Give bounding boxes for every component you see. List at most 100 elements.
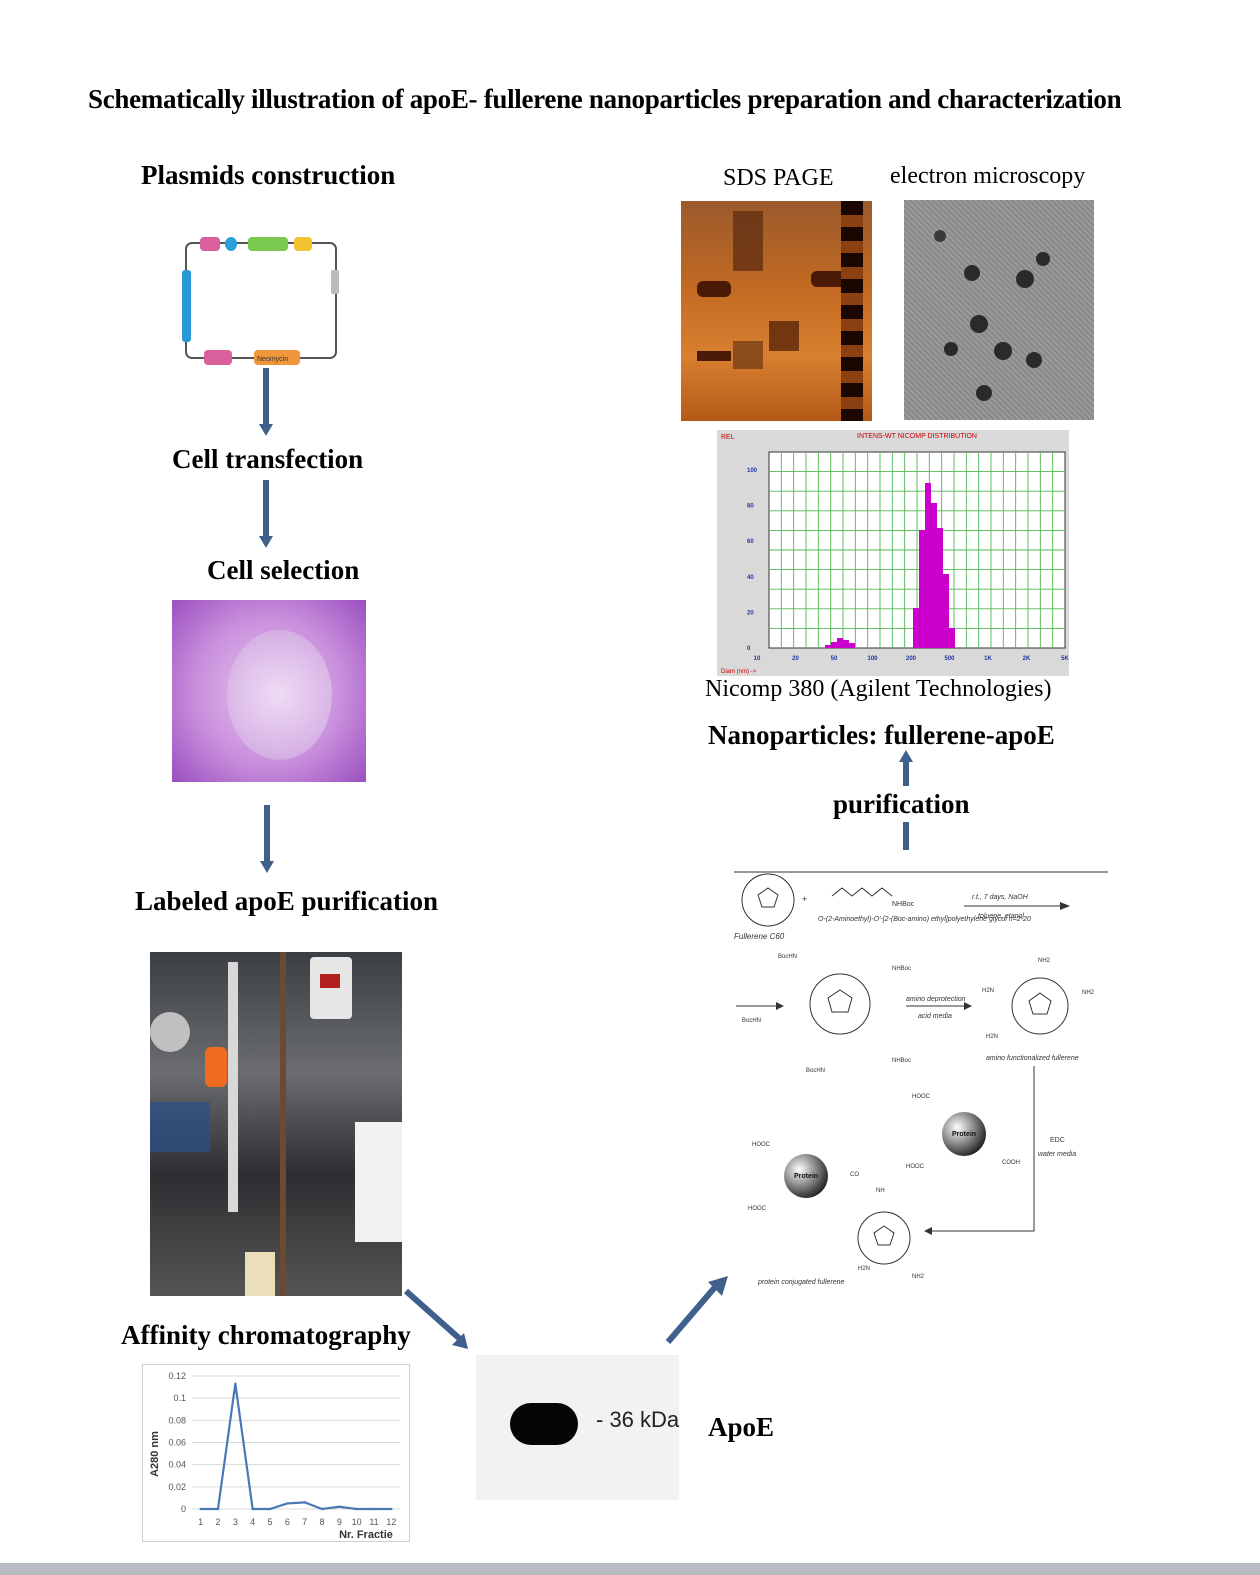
plasmid-sv40-element bbox=[204, 350, 232, 365]
nhboc-label-3: NHBoc bbox=[892, 1058, 911, 1064]
nh2-label-3: NH2 bbox=[912, 1274, 925, 1280]
plasmid-neomycin-element bbox=[254, 350, 300, 365]
conjugated-fullerene-icon bbox=[857, 1211, 911, 1265]
nicomp-x-tick-label: 500 bbox=[944, 656, 955, 662]
step-affinity-chromatography: Affinity chromatography bbox=[121, 1320, 411, 1350]
chart-x-tick-label: 6 bbox=[285, 1517, 290, 1527]
chart-point bbox=[390, 1507, 393, 1511]
nicomp-corner-label: REL bbox=[721, 434, 735, 441]
h2n-label-3: H2N bbox=[858, 1266, 870, 1272]
nicomp-x-tick-label: 5K bbox=[1061, 656, 1069, 662]
amino-fullerene-icon bbox=[1011, 977, 1069, 1035]
nicomp-y-tick-label: 40 bbox=[747, 575, 754, 581]
hooc-label-4: HOOC bbox=[748, 1206, 767, 1212]
conditions-1: r.t., 7 days, NaOH bbox=[972, 894, 1029, 901]
nicomp-x-tick-label: 100 bbox=[867, 656, 878, 662]
bochn-label-3: BocHN bbox=[806, 1068, 825, 1074]
page-title: Schematically illustration of apoE- full… bbox=[88, 84, 1122, 114]
nicomp-bar bbox=[843, 640, 849, 648]
chart-x-tick-label: 8 bbox=[319, 1517, 324, 1527]
plasmid-resistance-element bbox=[182, 270, 191, 342]
nicomp-label: Nicomp 380 (Agilent Technologies) bbox=[705, 676, 1052, 702]
arrow-diagonal-to-conjugation bbox=[665, 1276, 728, 1344]
plasmid-map: Neomycin bbox=[182, 237, 339, 365]
chart-y-tick-label: 0.06 bbox=[168, 1438, 186, 1448]
nh2-label-2: NH2 bbox=[1082, 990, 1095, 996]
electron-microscopy-label: electron microscopy bbox=[890, 163, 1086, 189]
conjugated-fullerene-label: protein conjugated fullerene bbox=[757, 1279, 845, 1286]
nicomp-y-tick-label: 20 bbox=[747, 610, 754, 616]
chart-x-tick-label: 12 bbox=[386, 1517, 396, 1527]
chart-point bbox=[372, 1507, 376, 1511]
svg-text:+: + bbox=[802, 894, 807, 904]
nanoparticles-label: Nanoparticles: fullerene-apoE bbox=[708, 720, 1055, 750]
boc-fullerene-icon bbox=[809, 973, 871, 1035]
nhboc-label-2: NHBoc bbox=[892, 966, 911, 972]
hooc-label-3: HOOC bbox=[752, 1142, 771, 1148]
fullerene-c60-label: Fullerene C60 bbox=[734, 932, 785, 941]
chart-y-tick-label: 0 bbox=[181, 1504, 186, 1514]
arrow-diagonal-to-western bbox=[404, 1288, 468, 1349]
chart-point bbox=[268, 1507, 272, 1511]
nicomp-xlabel: Diam (nm) -> bbox=[721, 669, 757, 675]
nicomp-bar bbox=[825, 645, 831, 648]
nicomp-bar bbox=[925, 483, 931, 648]
nhboc-label-1: NHBoc bbox=[892, 901, 915, 908]
chart-y-tick-label: 0.08 bbox=[168, 1415, 186, 1425]
co-label: CO bbox=[850, 1172, 859, 1178]
deprotect-label: amino deprotection bbox=[906, 996, 966, 1003]
chart-series-line bbox=[200, 1383, 392, 1511]
cell-colony-image bbox=[172, 600, 366, 782]
nicomp-bar bbox=[849, 643, 855, 648]
chart-point bbox=[286, 1502, 289, 1505]
nicomp-y-tick-label: 0 bbox=[747, 646, 751, 652]
step-plasmids-construction: Plasmids construction bbox=[141, 160, 396, 190]
chart-x-tick-label: 5 bbox=[267, 1517, 272, 1527]
chart-point bbox=[320, 1507, 324, 1511]
nicomp-bar bbox=[831, 642, 837, 648]
h2n-label-1: H2N bbox=[982, 988, 994, 994]
arrow-down-3 bbox=[260, 805, 274, 873]
plasmid-tag-element bbox=[225, 237, 237, 251]
chart-x-tick-label: 9 bbox=[337, 1517, 342, 1527]
plasmid-orf-element bbox=[248, 237, 288, 251]
peg-name-label: O-(2-Aminoethyl)-O'-[2-(Boc-amino) ethyl… bbox=[818, 916, 1031, 923]
arrow-down-1 bbox=[259, 368, 273, 436]
arrow-down-2 bbox=[259, 480, 273, 548]
nicomp-x-tick-label: 20 bbox=[792, 656, 799, 662]
step-cell-selection: Cell selection bbox=[207, 555, 360, 585]
protein-icon-1: Protein bbox=[942, 1112, 986, 1156]
step-cell-transfection: Cell transfection bbox=[172, 444, 364, 474]
bottom-bar bbox=[0, 1563, 1260, 1575]
chart-xlabel: Nr. Fractie bbox=[339, 1529, 393, 1541]
chart-y-tick-label: 0.04 bbox=[168, 1460, 186, 1470]
western-band-size-label: - 36 kDa bbox=[596, 1407, 680, 1432]
nicomp-bar bbox=[931, 503, 937, 648]
hooc-label-1: HOOC bbox=[912, 1094, 931, 1100]
nicomp-bar bbox=[949, 628, 955, 648]
edc-label: EDC bbox=[1050, 1137, 1065, 1144]
deprotect-b-label: acid media bbox=[918, 1013, 952, 1020]
chart-x-tick-label: 4 bbox=[250, 1517, 255, 1527]
nicomp-x-tick-label: 200 bbox=[906, 656, 917, 662]
western-blot-image: - 36 kDa bbox=[476, 1355, 679, 1500]
nicomp-y-tick-label: 60 bbox=[747, 539, 754, 545]
nicomp-x-tick-label: 2K bbox=[1023, 656, 1031, 662]
svg-text:Protein: Protein bbox=[794, 1173, 818, 1180]
bochn-label-1: BocHN bbox=[778, 954, 797, 960]
nicomp-y-tick-label: 80 bbox=[747, 504, 754, 510]
chart-x-tick-label: 3 bbox=[233, 1517, 238, 1527]
bochn-label-2: BocHN bbox=[742, 1018, 761, 1024]
chart-point bbox=[216, 1507, 220, 1511]
conditions-1b: toluene, etanol bbox=[978, 913, 1024, 920]
fullerene-c60-icon bbox=[741, 873, 795, 927]
chart-ylabel: A280 nm bbox=[149, 1431, 161, 1477]
nicomp-y-tick-label: 100 bbox=[747, 468, 758, 474]
amino-fullerene-label: amino functionalized fullerene bbox=[986, 1055, 1079, 1062]
h2n-label-2: H2N bbox=[986, 1034, 998, 1040]
arrow-up bbox=[899, 750, 913, 786]
purification-label: purification bbox=[833, 789, 970, 819]
nicomp-x-tick-label: 50 bbox=[831, 656, 838, 662]
nh2-label-1: NH2 bbox=[1038, 958, 1051, 964]
plasmid-promoter-element bbox=[200, 237, 220, 251]
